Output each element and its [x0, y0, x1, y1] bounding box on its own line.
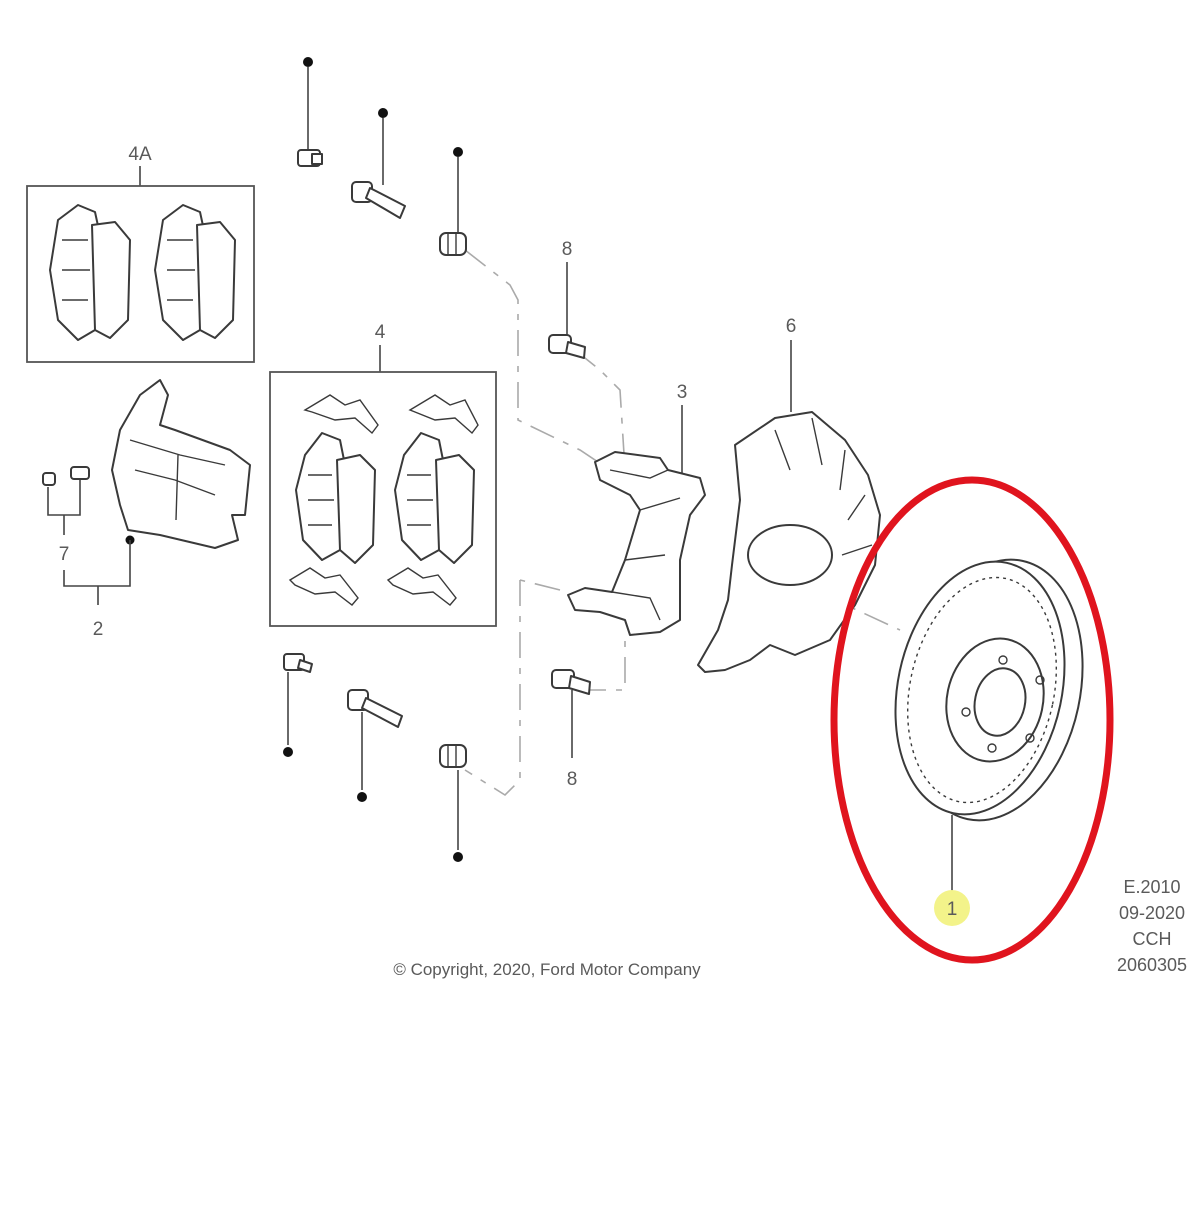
caliper-bracket: [567, 451, 706, 636]
caliper-group: 7 2: [42, 379, 251, 640]
marker-dot: [378, 108, 388, 118]
pad-kit-4a-box: [26, 185, 255, 363]
caliper-bolt-top: [297, 149, 323, 167]
dust-shield-group: 6: [697, 316, 881, 673]
marker-dot: [453, 147, 463, 157]
callout-8-top: 8: [562, 239, 573, 260]
dust-shield: [697, 411, 881, 673]
guide-pin-bottom: [347, 689, 403, 728]
brake-pad-icon: [154, 204, 236, 341]
lower-fastener-group: [283, 653, 467, 862]
guide-boot-bottom: [439, 744, 467, 768]
brake-disc: [894, 558, 1084, 822]
stamp-line-4: 2060305: [1117, 955, 1187, 975]
highlight-ellipse: [830, 476, 1114, 964]
callout-3: 3: [677, 382, 688, 403]
stamp-line-3: CCH: [1133, 929, 1172, 949]
callout-2: 2: [93, 619, 104, 640]
callout-1: 1: [947, 899, 958, 920]
brake-disc-group: 1: [830, 476, 1114, 964]
caliper-bracket-group: 3: [567, 382, 706, 636]
bolt-8-bottom-group: 8: [551, 669, 591, 790]
marker-dot: [453, 852, 463, 862]
caliper-body: [111, 379, 251, 549]
caliper-bolt-bottom: [283, 653, 313, 673]
anti-rattle-clip-icon: [288, 394, 479, 606]
callout-8-bottom: 8: [567, 769, 578, 790]
brake-pad-icon: [49, 204, 131, 341]
brake-pad-icon: [394, 432, 475, 564]
bleed-screw: [42, 466, 90, 486]
marker-dot: [283, 747, 293, 757]
callout-4a: 4A: [128, 144, 152, 165]
callout-1-highlight: [934, 890, 970, 926]
pad-kit-4-box: [269, 371, 497, 627]
stamp-line-1: E.2010: [1123, 877, 1180, 897]
upper-fastener-group: [297, 57, 467, 256]
callout-6: 6: [786, 316, 797, 337]
pad-kit-4-group: 4: [269, 322, 497, 627]
reference-stamp: E.2010 09-2020 CCH 2060305: [1117, 877, 1187, 975]
brake-pad-icon: [295, 432, 376, 564]
stamp-line-2: 09-2020: [1119, 903, 1185, 923]
bracket-bolt-top: [548, 334, 586, 359]
marker-dot: [357, 792, 367, 802]
pad-kit-4a-group: 4A: [26, 144, 255, 363]
guide-pin-top: [351, 181, 406, 219]
callout-7: 7: [59, 544, 70, 565]
marker-dot: [303, 57, 313, 67]
bolt-8-top-group: 8: [548, 239, 586, 359]
copyright-notice: © Copyright, 2020, Ford Motor Company: [393, 960, 701, 979]
callout-4: 4: [375, 322, 386, 343]
guide-boot-top: [439, 232, 467, 256]
bracket-bolt-bottom: [551, 669, 591, 695]
